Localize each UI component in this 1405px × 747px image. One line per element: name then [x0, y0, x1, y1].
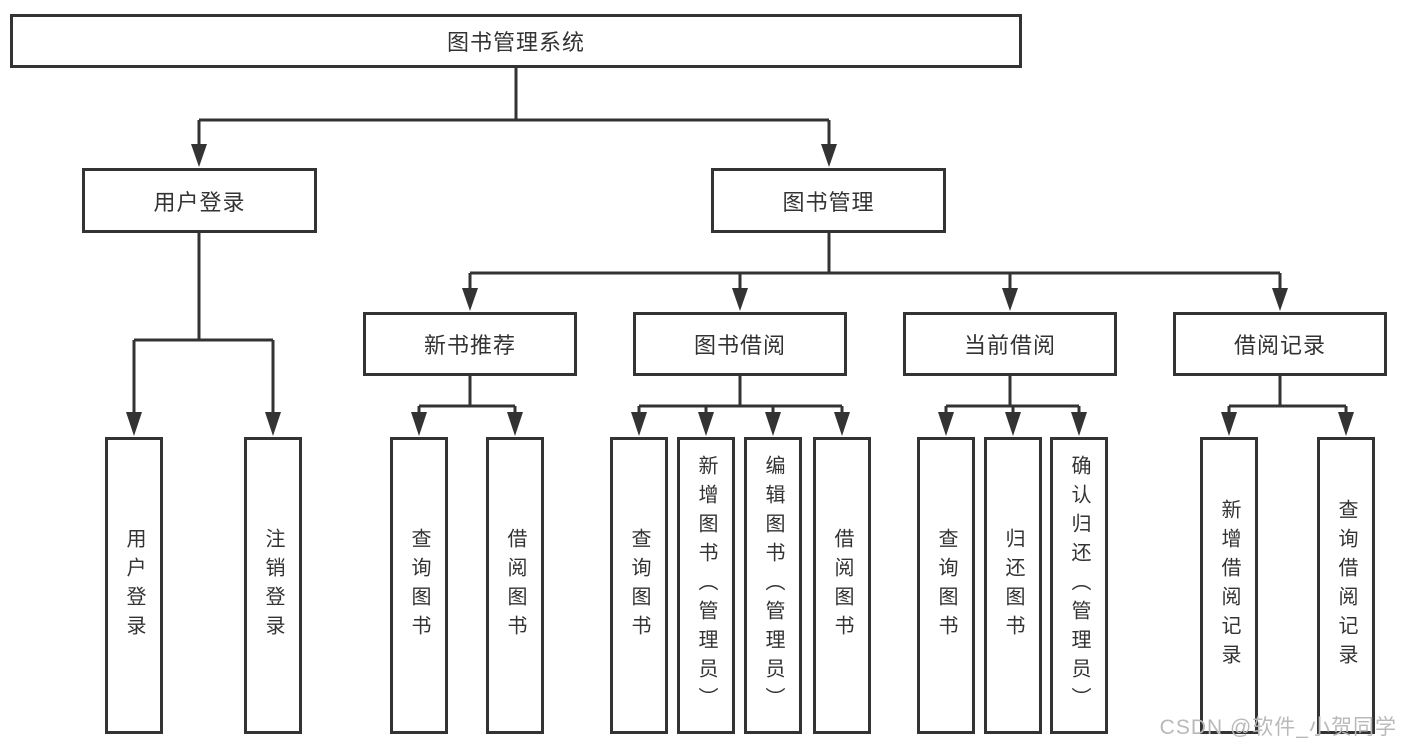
arrowhead-icon — [462, 288, 478, 311]
leaf-add-book-admin: 新增图书（管理员） — [677, 437, 735, 734]
leaf-label: 查询借阅记录 — [1335, 498, 1357, 673]
leaf-query-book-2: 查询图书 — [610, 437, 668, 734]
leaf-label: 新增借阅记录 — [1218, 498, 1240, 673]
leaf-label: 查询图书 — [628, 527, 650, 644]
arrowhead-icon — [698, 412, 714, 436]
leaf-user-login: 用户登录 — [105, 437, 163, 734]
arrowhead-icon — [938, 412, 954, 436]
leaf-label: 查询图书 — [408, 527, 430, 644]
arrowhead-icon — [507, 412, 523, 436]
arrowhead-icon — [834, 412, 850, 436]
node-book-borrow: 图书借阅 — [633, 312, 847, 376]
arrowhead-icon — [821, 144, 837, 167]
connector-line — [468, 233, 1282, 291]
node-borrow-record: 借阅记录 — [1173, 312, 1387, 376]
leaf-label: 查询图书 — [935, 527, 957, 644]
node-user-login-branch: 用户登录 — [82, 168, 317, 233]
leaf-label: 借阅图书 — [831, 527, 853, 644]
leaf-borrow-book-2: 借阅图书 — [813, 437, 871, 734]
leaf-logout: 注销登录 — [244, 437, 302, 734]
node-root: 图书管理系统 — [10, 14, 1022, 68]
arrowhead-icon — [1071, 412, 1087, 436]
connector-line — [132, 233, 275, 413]
connector-line — [197, 68, 831, 146]
leaf-label: 注销登录 — [262, 527, 284, 644]
leaf-label: 新增图书（管理员） — [695, 455, 717, 716]
node-new-book-recommend: 新书推荐 — [363, 312, 577, 376]
arrowhead-icon — [765, 412, 781, 436]
arrowhead-icon — [265, 412, 281, 436]
leaf-label: 归还图书 — [1002, 527, 1024, 644]
leaf-label: 编辑图书（管理员） — [762, 455, 784, 716]
arrowhead-icon — [1272, 288, 1288, 311]
leaf-return-book: 归还图书 — [984, 437, 1042, 734]
leaf-borrow-book-1: 借阅图书 — [486, 437, 544, 734]
connector-line — [417, 376, 517, 413]
leaf-label: 借阅图书 — [504, 527, 526, 644]
leaf-query-book-1: 查询图书 — [390, 437, 448, 734]
arrowhead-icon — [1221, 412, 1237, 436]
leaf-query-book-3: 查询图书 — [917, 437, 975, 734]
connector-line — [944, 376, 1081, 413]
connector-line — [1227, 376, 1348, 413]
arrowhead-icon — [126, 412, 142, 436]
leaf-label: 用户登录 — [123, 527, 145, 644]
leaf-label: 确认归还（管理员） — [1068, 455, 1090, 716]
arrowhead-icon — [1338, 412, 1354, 436]
leaf-edit-book-admin: 编辑图书（管理员） — [744, 437, 802, 734]
arrowhead-icon — [732, 288, 748, 311]
leaf-query-borrow-record: 查询借阅记录 — [1317, 437, 1375, 734]
leaf-add-borrow-record: 新增借阅记录 — [1200, 437, 1258, 734]
arrowhead-icon — [631, 412, 647, 436]
connector-line — [637, 376, 844, 413]
leaf-confirm-return-admin: 确认归还（管理员） — [1050, 437, 1108, 734]
node-current-borrow: 当前借阅 — [903, 312, 1117, 376]
arrowhead-icon — [1005, 412, 1021, 436]
arrowhead-icon — [191, 144, 207, 167]
arrowhead-icon — [1002, 288, 1018, 311]
arrowhead-icon — [411, 412, 427, 436]
node-book-management-branch: 图书管理 — [711, 168, 946, 233]
